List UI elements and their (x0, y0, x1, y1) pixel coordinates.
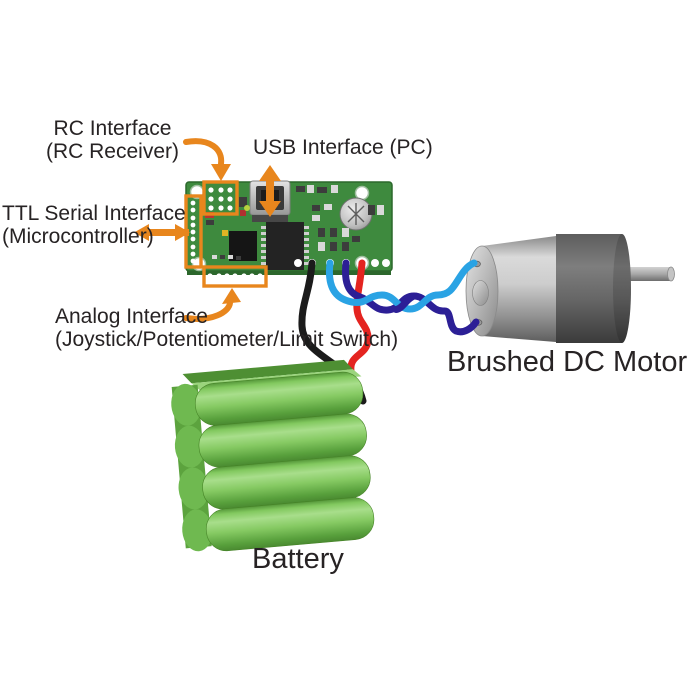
battery-pack (171, 359, 375, 552)
rc-header-pins (208, 187, 233, 211)
analog-label-line2: (Joystick/Potentiometer/Limit Switch) (55, 328, 399, 351)
motor-wire-light-blue (325, 259, 478, 313)
motor-label: Brushed DC Motor (447, 346, 688, 378)
usb-arrow (259, 165, 281, 217)
led-indicator (244, 205, 250, 211)
analog-arrow (183, 288, 241, 322)
brushed-dc-motor (465, 234, 675, 343)
pcb-side-edge (187, 271, 391, 275)
ttl-serial-label-line1: TTL Serial Interface (2, 202, 186, 225)
battery-top-edge (182, 359, 353, 384)
mcu-chip (229, 231, 257, 261)
analog-label-line1: Analog Interface (55, 305, 208, 328)
ttl-serial-interface-label: TTL Serial Interface (Microcontroller) (2, 202, 186, 248)
motor-shaft (630, 267, 672, 281)
wire-twist-overlap (392, 293, 416, 313)
rc-interface-label-line2: (RC Receiver) (45, 140, 179, 163)
ttl-header-pins (190, 200, 196, 264)
battery-side-caps (171, 383, 213, 552)
rc-arrow (183, 138, 231, 181)
usb-interface-label: USB Interface (PC) (253, 136, 433, 159)
capacitor (339, 197, 373, 231)
analog-header-box (202, 265, 268, 288)
usb-interface-label-text: USB Interface (PC) (253, 136, 433, 159)
ttl-arrow (134, 224, 190, 241)
rc-interface-label: RC Interface (RC Receiver) (40, 117, 185, 163)
battery-cells (194, 371, 375, 552)
driver-chip (261, 222, 309, 270)
ttl-serial-label-line2: (Microcontroller) (2, 225, 154, 248)
smd-components (205, 185, 384, 260)
rc-interface-label-line1: RC Interface (53, 117, 172, 140)
analog-header-pins (207, 273, 263, 279)
motor-gearbox-housing (556, 234, 631, 343)
analog-interface-label: Analog Interface (Joystick/Potentiometer… (55, 305, 398, 351)
battery-label: Battery (252, 543, 344, 575)
motor-bearing-boss (472, 280, 489, 306)
motor-can (482, 236, 556, 342)
rc-header-box (202, 180, 239, 216)
